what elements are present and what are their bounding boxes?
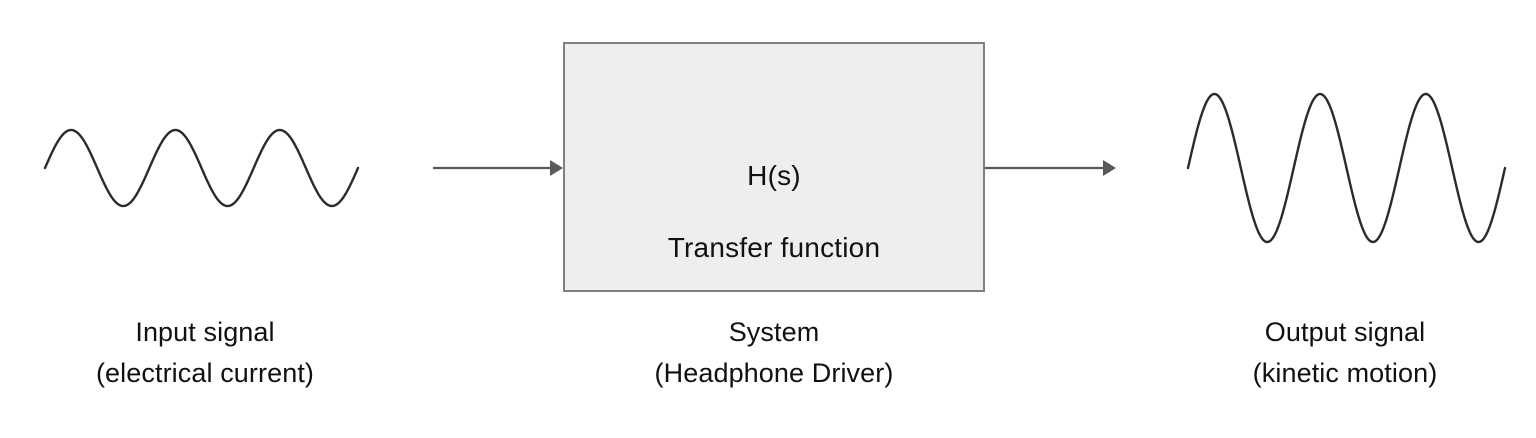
input-waveform xyxy=(43,128,360,208)
transfer-function-symbol: H(s) xyxy=(747,160,801,191)
system-caption-line1: System xyxy=(728,317,820,347)
input-caption-line2: (electrical current) xyxy=(95,358,315,388)
output-arrow-head xyxy=(1103,159,1116,177)
output-caption: Output signal (kinetic motion) xyxy=(1145,312,1536,394)
input-caption-line1: Input signal xyxy=(135,317,275,347)
output-waveform xyxy=(1186,92,1507,244)
system-block: H(s) Transfer function xyxy=(563,42,985,292)
output-caption-line1: Output signal xyxy=(1264,317,1426,347)
input-arrow-head xyxy=(550,159,563,177)
output-caption-line2: (kinetic motion) xyxy=(1252,358,1438,388)
system-caption: System (Headphone Driver) xyxy=(574,312,974,394)
transfer-function-label: Transfer function xyxy=(667,232,881,263)
input-caption: Input signal (electrical current) xyxy=(5,312,405,394)
system-caption-line2: (Headphone Driver) xyxy=(654,358,894,388)
